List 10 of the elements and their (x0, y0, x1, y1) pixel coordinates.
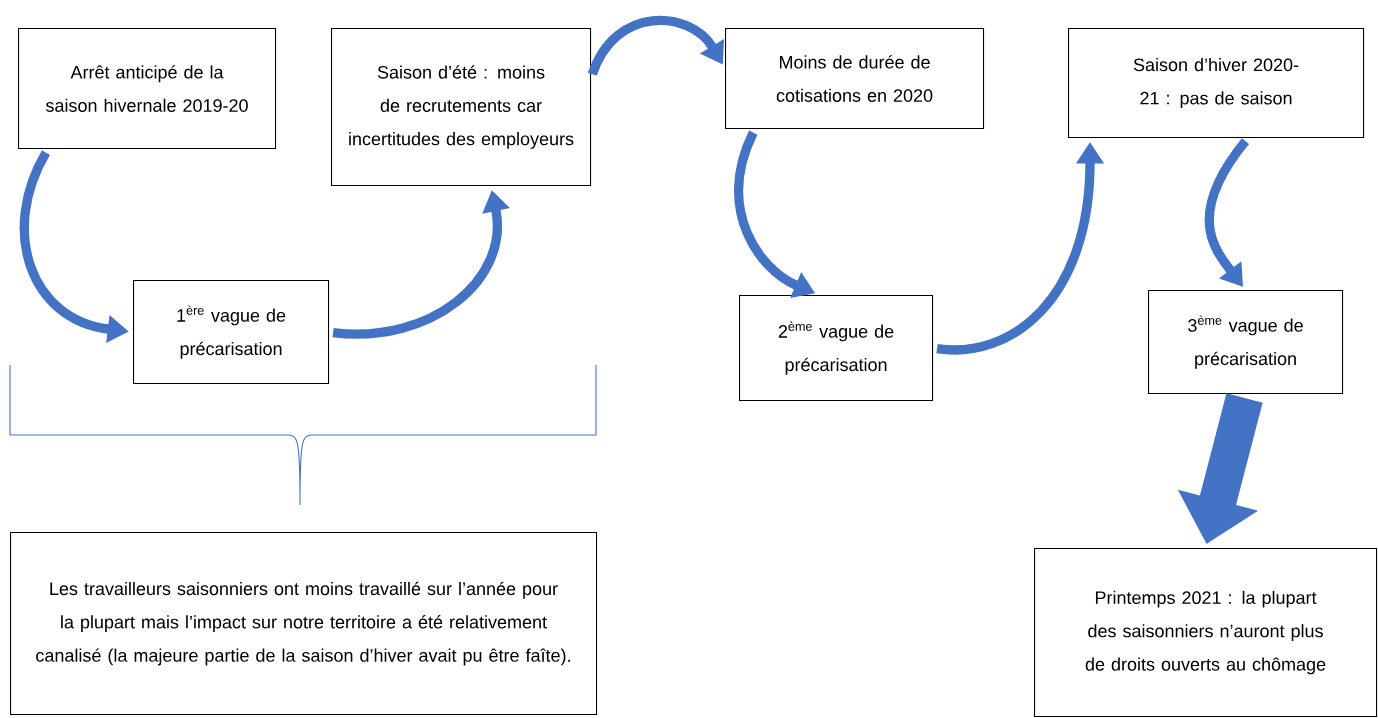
text-box: 1$^{ère}$ vague de précarisation (133, 280, 330, 385)
text-box: Les travailleurs saisonniers ont moins travaillé sur l’année pour la plupart mais l’impact sur notre territoire a été relativement canalisé (la majeure partie de la saison d’hiver avait pu être faîte). (10, 532, 598, 716)
text-box: Saison d’été : moins de recrutements car incertitudes des employeurs (331, 28, 592, 187)
arrow (588, 15, 724, 77)
text-box: Saison d’hiver 2020-21 : pas de saison (1068, 28, 1365, 139)
text-box: Moins de durée de cotisations en 2020 (725, 28, 985, 130)
text-box: 3$^{ème}$ vague de précarisation (1148, 290, 1344, 395)
text-box: 2$^{ème}$ vague de précarisation (739, 295, 934, 402)
text-box: Printemps 2021 : la plupart des saisonniers n’auront plus de droits ouverts au chômage (1034, 548, 1378, 718)
text-box: Arrêt anticipé de la saison hivernale 2019-20 (18, 28, 277, 150)
